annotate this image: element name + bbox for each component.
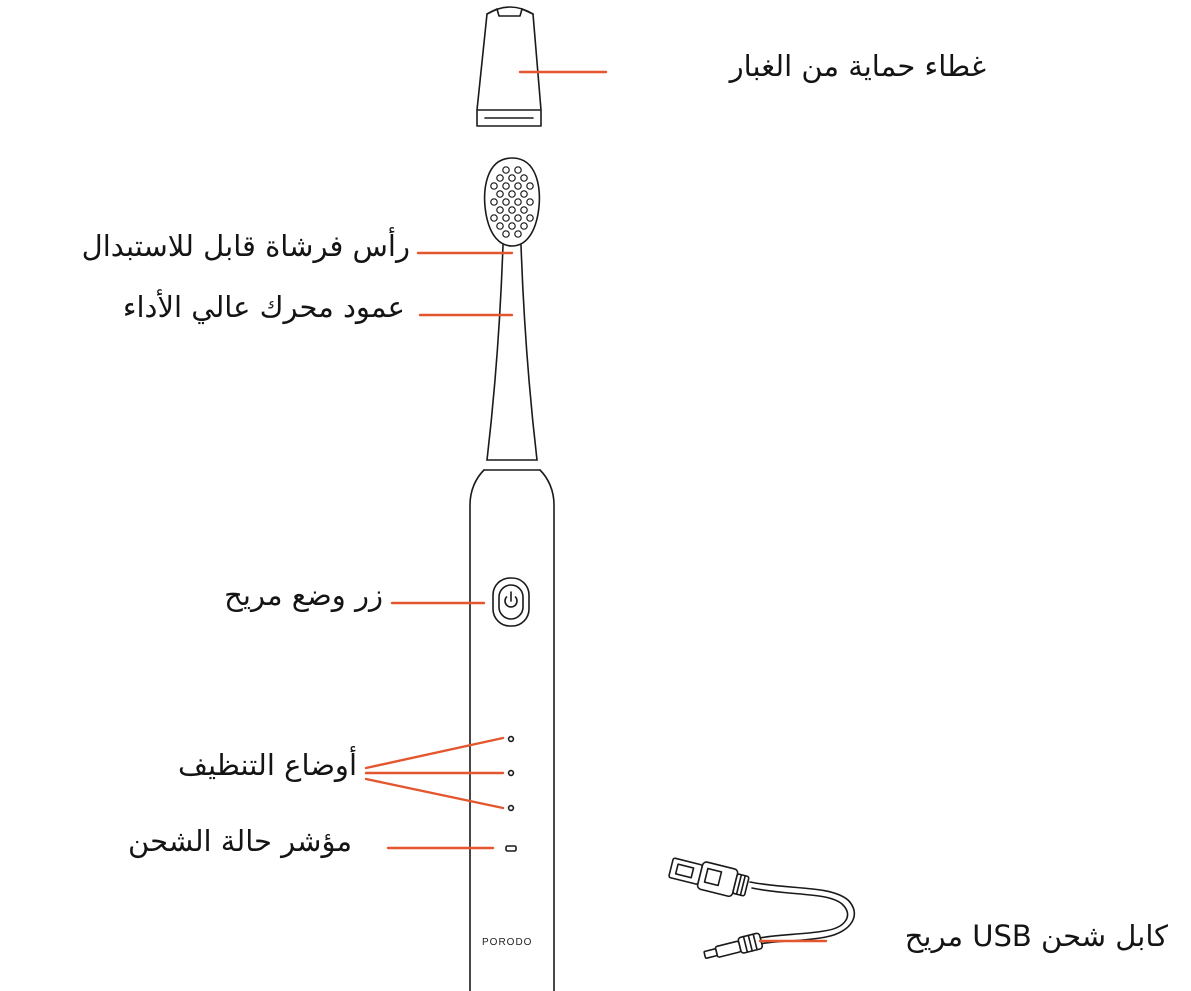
usb-cable xyxy=(668,857,856,959)
dust-cap xyxy=(476,6,542,127)
charge-led xyxy=(505,845,517,852)
label-dust-cap: غطاء حماية من الغبار xyxy=(729,49,986,83)
label-motor-shaft: عمود محرك عالي الأداء xyxy=(122,290,405,324)
power-icon xyxy=(504,591,518,608)
bristle-tufts xyxy=(490,166,534,238)
label-charge-indicator: مؤشر حالة الشحن xyxy=(128,824,352,858)
mode-led-2 xyxy=(507,769,515,777)
label-brush-head: رأس فرشاة قابل للاستبدال xyxy=(81,229,410,263)
leader-cleaning-mode-1 xyxy=(364,736,505,770)
mode-led-1 xyxy=(507,735,515,743)
leader-cleaning-mode-3 xyxy=(364,777,505,810)
leader-lines xyxy=(364,70,828,943)
label-usb-cable: كابل شحن USB مريح xyxy=(904,919,1168,953)
brand-logo-text: PORODO xyxy=(482,937,533,948)
label-mode-button: زر وضع مريح xyxy=(224,578,383,612)
mode-led-3 xyxy=(507,804,515,812)
toothbrush xyxy=(469,157,555,991)
label-cleaning-modes: أوضاع التنظيف xyxy=(178,748,357,782)
